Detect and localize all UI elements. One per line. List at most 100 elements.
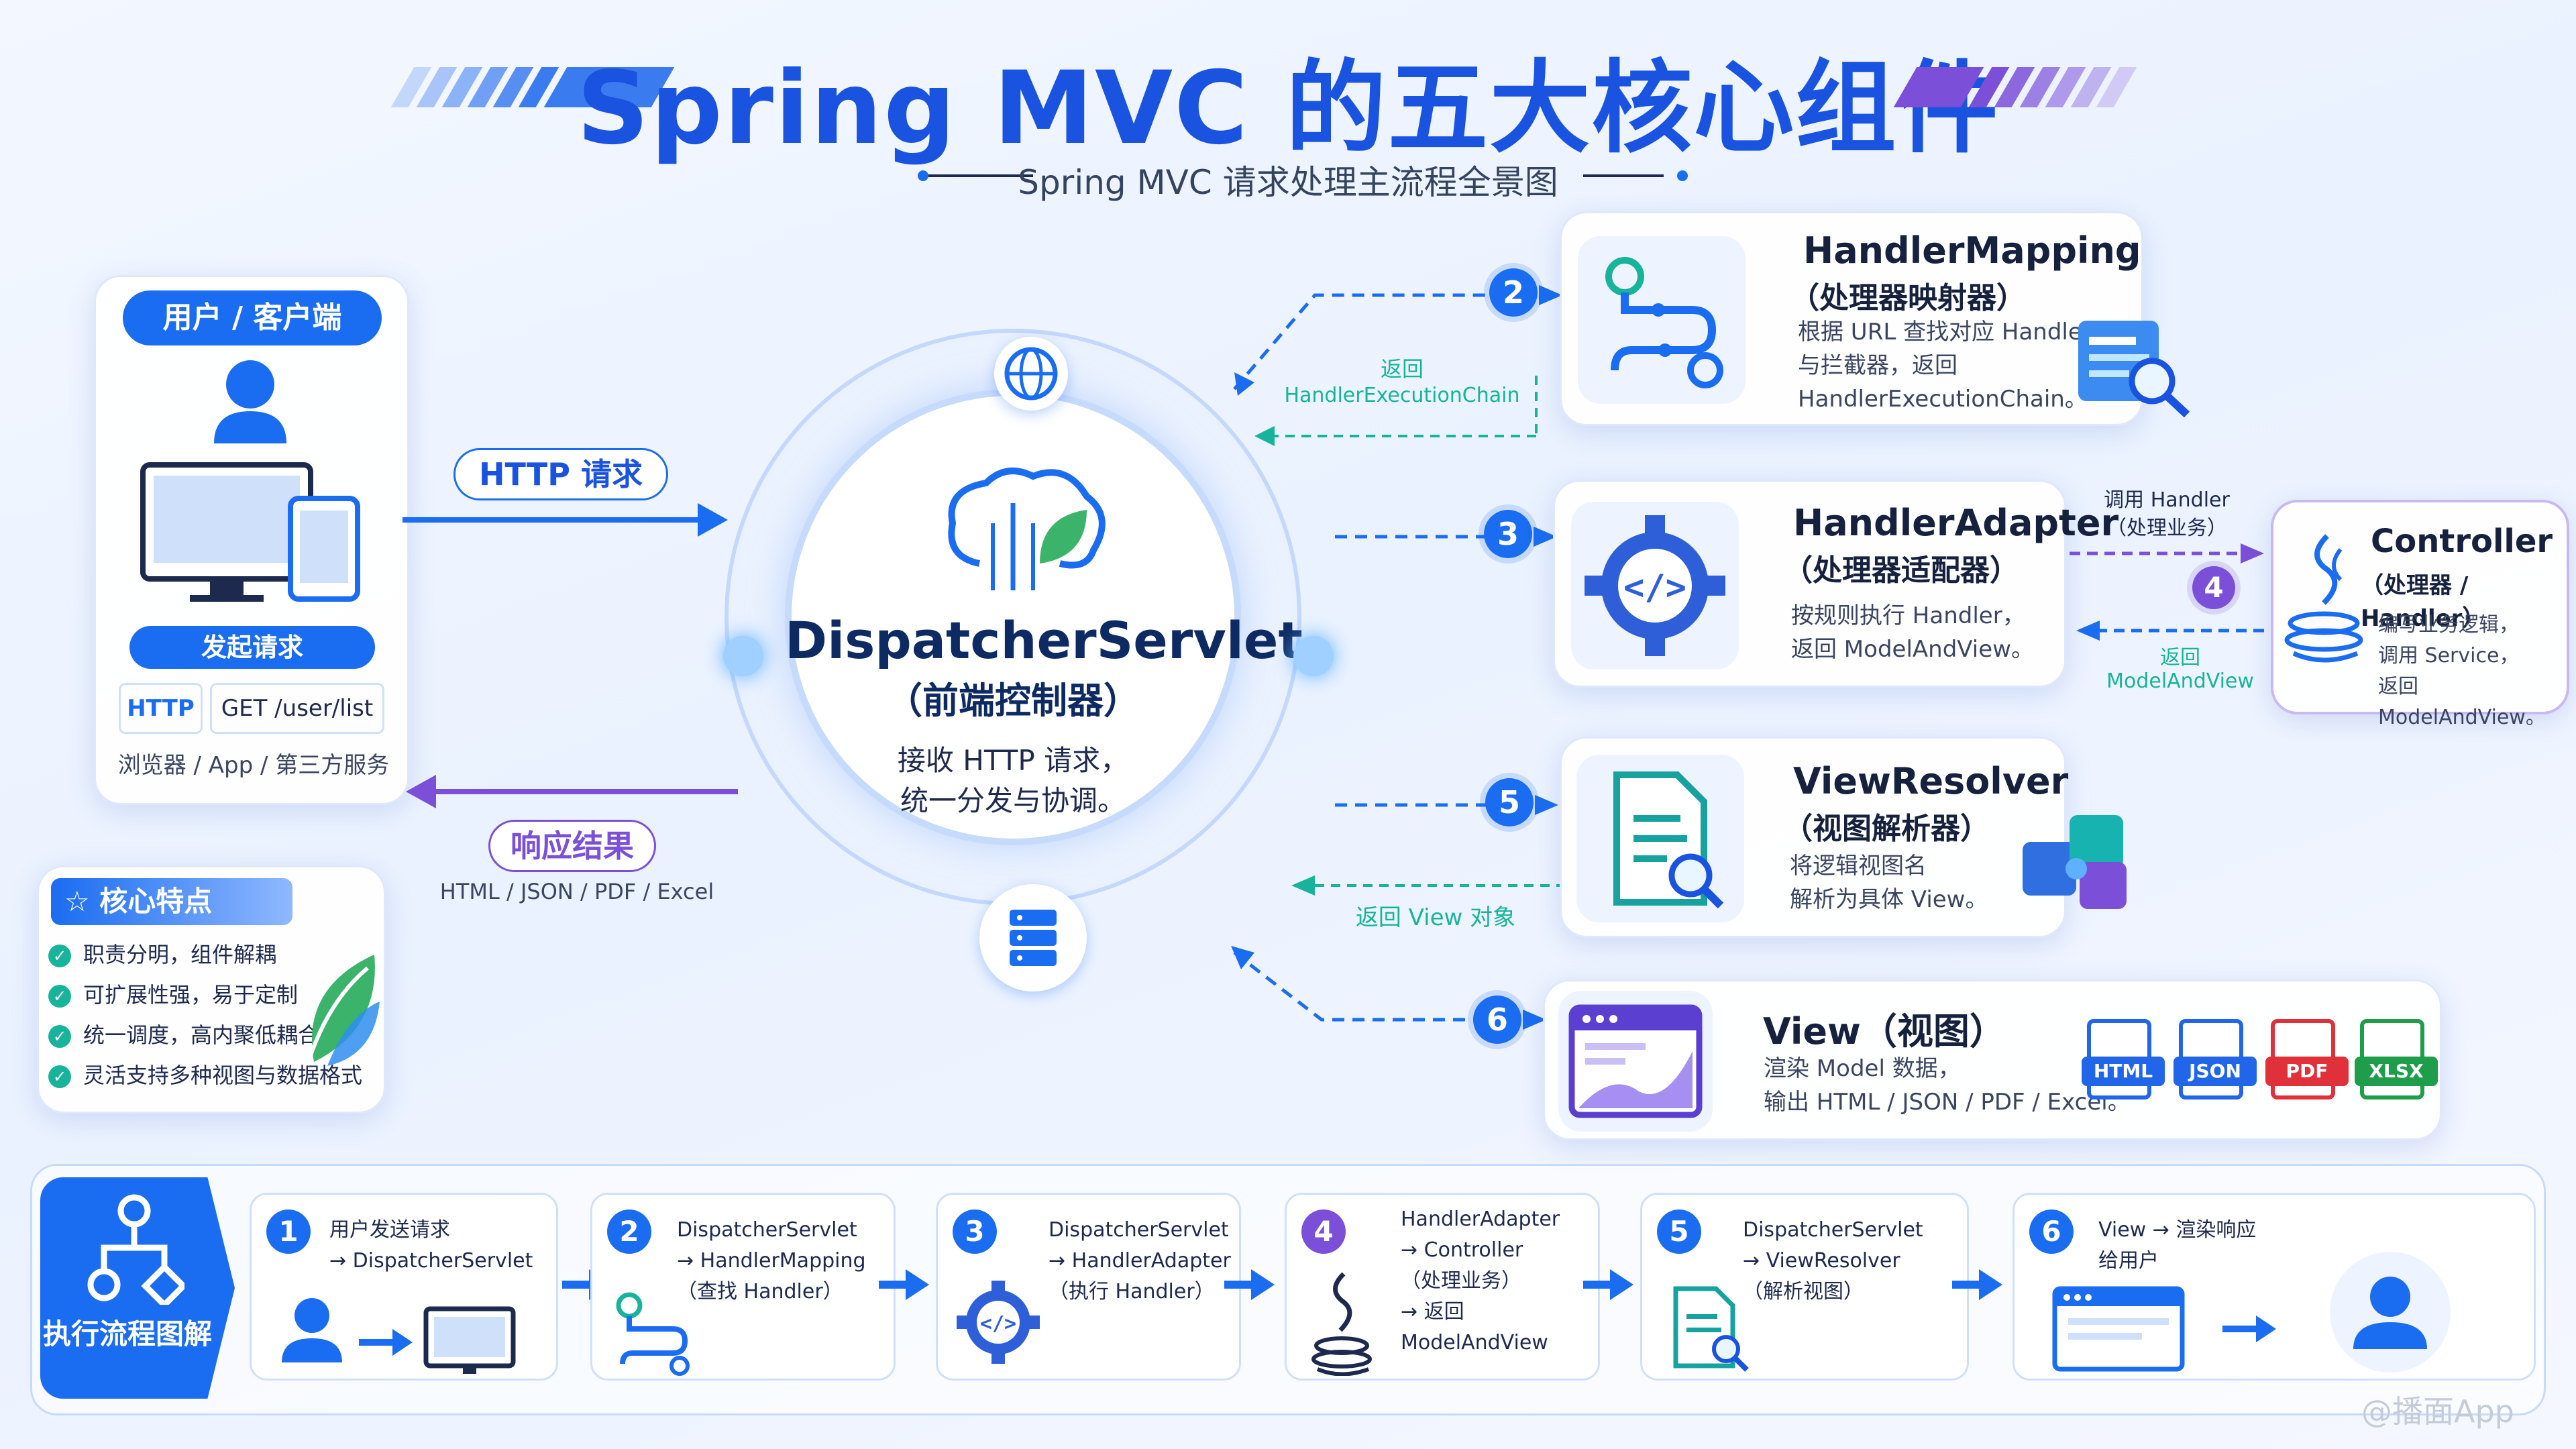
check-icon: ✓ [48, 945, 71, 967]
user-icon [2330, 1252, 2451, 1373]
flow-step-text: DispatcherServlet [677, 1218, 857, 1242]
ha-desc-line: 返回 ModelAndView。 [1791, 636, 2034, 663]
gear-code-icon: </> [1585, 515, 1725, 656]
brain-icon [948, 468, 1106, 590]
page-subtitle: Spring MVC 请求处理主流程全景图 [1018, 163, 1558, 202]
flow-step-num: 4 [1301, 1210, 1346, 1254]
browser-chart-icon [1568, 1004, 1703, 1118]
flow-step-num: 6 [2029, 1210, 2074, 1254]
document-magnifier-icon [1673, 1286, 1749, 1372]
http-request-arrow [402, 503, 728, 537]
check-icon: ✓ [48, 1065, 71, 1088]
vr-name: ViewResolver [1793, 760, 2069, 802]
vr-cn: （视图解析器） [1783, 812, 1990, 846]
flow-arrow [1583, 1269, 1633, 1300]
controller-desc-line: 调用 Service， [2378, 644, 2520, 667]
http-request-label: HTTP 请求 [453, 448, 668, 500]
feature-item: ✓灵活支持多种视图与数据格式 [48, 1055, 362, 1095]
features-title: ☆ 核心特点 [51, 878, 292, 925]
subtitle-dot-left [918, 170, 928, 181]
step-6-badge: 6 [1473, 996, 1521, 1044]
hm-desc-line: 根据 URL 查找对应 Handler [1798, 319, 2092, 345]
view-card: View（视图） 渲染 Model 数据， 输出 HTML / JSON / P… [1543, 979, 2442, 1140]
ha-return-label-1: 返回 [2160, 646, 2200, 669]
call-handler-label-2: （处理业务） [2106, 517, 2227, 540]
step-3-badge: 3 [1484, 510, 1532, 558]
check-icon: ✓ [48, 985, 71, 1008]
flow-step-text: （执行 Handler） [1049, 1280, 1215, 1303]
flow-step-text: （查找 Handler） [677, 1280, 843, 1303]
flow-step-text: → Controller [1401, 1238, 1523, 1262]
browser-to-user-icon [2052, 1286, 2276, 1372]
view-resolver-arrow [1335, 803, 1503, 807]
hm-name: HandlerMapping [1803, 229, 2141, 272]
flow-title: 执行流程图解 [42, 1318, 212, 1350]
view-desc-line: 渲染 Model 数据， [1764, 1055, 1961, 1082]
subtitle-dot-right [1677, 170, 1688, 181]
user-icon [214, 360, 286, 443]
handler-mapping-arrows [1233, 293, 1538, 446]
json-file-icon: JSON [2174, 1019, 2257, 1099]
controller-cn: （处理器 / Handler） [2361, 572, 2485, 632]
view-arrow [1231, 946, 1476, 1022]
flow-step-text: （解析视图） [1743, 1280, 1864, 1303]
hm-desc-line: HandlerExecutionChain。 [1798, 386, 2088, 413]
server-icon [979, 884, 1087, 991]
hm-return-label-1: 返回 [1380, 356, 1424, 382]
xlsx-file-icon: XLSX [2355, 1019, 2438, 1099]
flow-step-text: DispatcherServlet [1049, 1218, 1229, 1242]
dispatcher-desc-1: 接收 HTTP 请求， [897, 744, 1129, 777]
hm-return-label-2: HandlerExecutionChain [1284, 384, 1520, 407]
svg-text:</>: </> [980, 1312, 1016, 1336]
flow-step-text: → HandlerMapping [677, 1249, 866, 1273]
protocol-badge: HTTP [119, 683, 203, 734]
ha-name: HandlerAdapter [1793, 502, 2119, 544]
html-file-icon: HTML [2082, 1019, 2165, 1099]
feature-item: ✓可扩展性强，易于定制 [48, 975, 362, 1015]
flow-step-2: 2 DispatcherServlet→ HandlerMapping（查找 H… [590, 1193, 896, 1381]
ha-icon-box: </> [1571, 502, 1739, 669]
hm-cn: （处理器映射器） [1790, 281, 2026, 315]
feature-item: ✓职责分明，组件解耦 [48, 934, 362, 975]
document-magnifier-icon [1613, 771, 1724, 909]
flow-step-text: → HandlerAdapter [1049, 1249, 1231, 1273]
java-icon [1311, 1272, 1372, 1376]
ha-return-label-2: ModelAndView [2106, 669, 2254, 693]
view-resolver-card: ViewResolver （视图解析器） 将逻辑视图名 解析为具体 View。 [1560, 737, 2069, 938]
controller-name: Controller [2371, 523, 2553, 560]
view-icon-box [1558, 991, 1713, 1132]
flow-step-5: 5 DispatcherServlet→ ViewResolver（解析视图） [1640, 1193, 1969, 1381]
flow-step-num: 1 [266, 1210, 311, 1254]
devices-icon [140, 462, 360, 602]
glow-dot-left [723, 636, 763, 676]
flow-step-text: HandlerAdapter [1401, 1208, 1560, 1231]
step-3-arrowhead [1534, 527, 1557, 547]
step-2-badge: 2 [1489, 268, 1538, 317]
client-sources: 浏览器 / App / 第三方服务 [117, 752, 390, 779]
response-arrow [406, 775, 738, 808]
flow-step-1: 1 用户发送请求 → DispatcherServlet [250, 1193, 558, 1381]
flow-step-6: 6 View → 渲染响应给用户 [2012, 1193, 2536, 1381]
dispatcher-cn: （前端控制器） [886, 680, 1140, 722]
flow-step-text: → 返回 ModelAndView [1401, 1300, 1548, 1354]
flow-step-text: → DispatcherServlet [329, 1249, 533, 1273]
vr-icon-box [1576, 755, 1744, 922]
flow-arrow [1952, 1269, 2002, 1300]
flow-step-text: （处理业务） [1401, 1269, 1521, 1293]
flow-step-text: DispatcherServlet [1743, 1218, 1923, 1242]
flow-step-text: View → 渲染响应 [2098, 1218, 2257, 1242]
flow-arrow [1224, 1269, 1275, 1300]
route-icon [616, 1292, 690, 1376]
view-return-label: 返回 View 对象 [1355, 904, 1516, 931]
title-stripes-right [1893, 67, 2137, 107]
flow-step-text: → ViewResolver [1743, 1249, 1900, 1273]
page-title: Spring MVC 的五大核心组件 [576, 50, 2000, 167]
step-6-arrowhead [1523, 1010, 1546, 1030]
vr-desc-line: 解析为具体 View。 [1790, 886, 1988, 913]
call-handler-label-1: 调用 Handler [2104, 488, 2230, 512]
hm-icon-box [1578, 236, 1746, 404]
check-icon: ✓ [48, 1025, 71, 1048]
dispatcher-core [785, 389, 1241, 845]
flow-step-text: 用户发送请求 [329, 1218, 450, 1242]
flow-step-3: 3 DispatcherServlet→ HandlerAdapter（执行 H… [936, 1193, 1241, 1381]
